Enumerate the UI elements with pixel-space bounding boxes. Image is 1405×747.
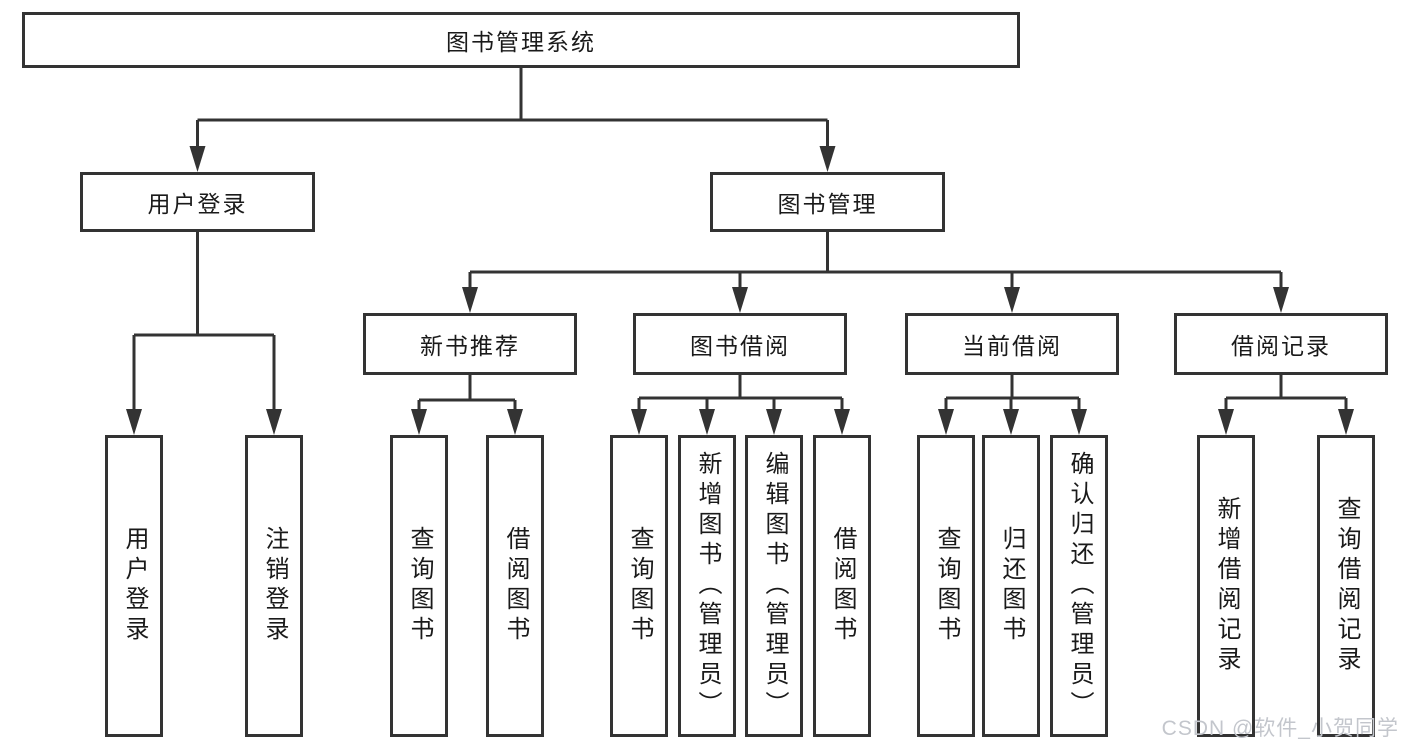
node-current-borrowing: 当前借阅 xyxy=(905,313,1119,375)
leaf-borrow-books-recommend: 借阅图书 xyxy=(486,435,544,737)
node-book-management: 图书管理 xyxy=(710,172,945,232)
leaf-borrow-books: 借阅图书 xyxy=(813,435,871,737)
leaf-user-login: 用户登录 xyxy=(105,435,163,737)
leaf-query-borrow-record: 查询借阅记录 xyxy=(1317,435,1375,737)
leaf-edit-books-admin: 编辑图书（管理员） xyxy=(745,435,803,737)
leaf-confirm-return-admin: 确认归还（管理员） xyxy=(1050,435,1108,737)
node-borrowing-records: 借阅记录 xyxy=(1174,313,1388,375)
node-user-login: 用户登录 xyxy=(80,172,315,232)
node-new-book-recommendation: 新书推荐 xyxy=(363,313,577,375)
leaf-logout: 注销登录 xyxy=(245,435,303,737)
leaf-add-books-admin: 新增图书（管理员） xyxy=(678,435,736,737)
leaf-return-books: 归还图书 xyxy=(982,435,1040,737)
node-book-borrowing: 图书借阅 xyxy=(633,313,847,375)
leaf-query-books-current: 查询图书 xyxy=(917,435,975,737)
connector-strokes xyxy=(132,68,1348,412)
csdn-watermark: CSDN @软件_小贺同学 xyxy=(1161,717,1399,740)
leaf-add-borrow-record: 新增借阅记录 xyxy=(1197,435,1255,737)
leaf-query-books-borrow: 查询图书 xyxy=(610,435,668,737)
node-library-management-system: 图书管理系统 xyxy=(22,12,1020,68)
arrowheads xyxy=(126,146,1354,435)
leaf-query-books-recommend: 查询图书 xyxy=(390,435,448,737)
